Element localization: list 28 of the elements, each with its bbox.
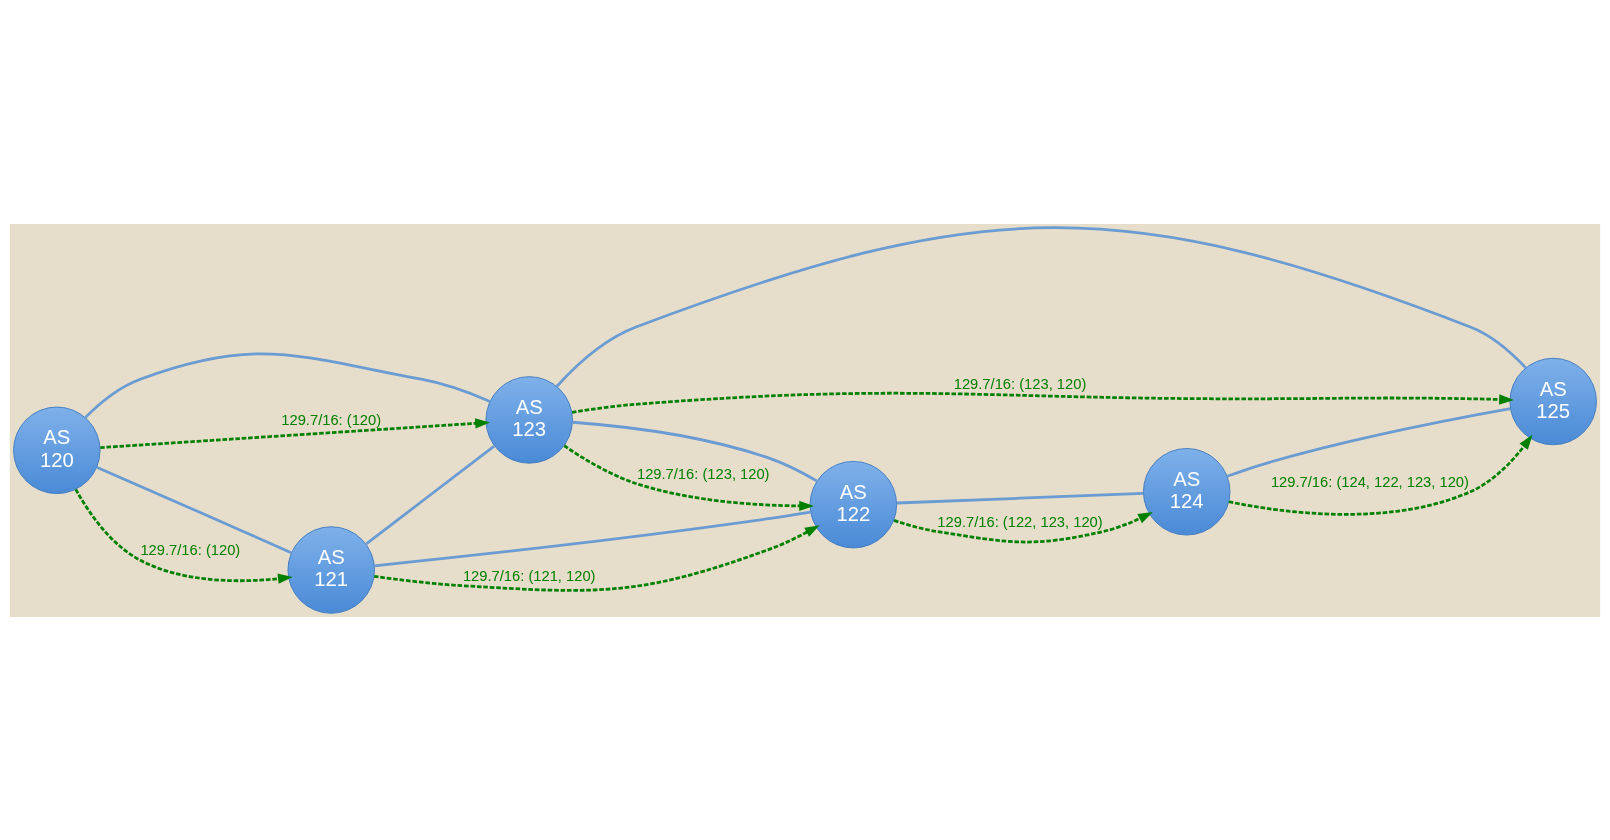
node-circle: AS 121 (287, 525, 375, 614)
edge-label: 129.7/16: (120) (140, 541, 241, 558)
edge-label: 129.7/16: (124, 122, 123, 120) (1270, 473, 1469, 490)
connector (96, 465, 292, 554)
arrow (1228, 434, 1533, 516)
arrow (571, 391, 1514, 414)
connector (365, 444, 496, 545)
node-circle: AS 125 (1509, 357, 1597, 445)
node-circle: AS 123 (485, 375, 573, 464)
node-circle: AS 122 (809, 460, 898, 548)
connector (555, 225, 1527, 387)
edge-label: 129.7/16: (122, 123, 120) (937, 513, 1103, 530)
edge-label: 129.7/16: (120) (281, 411, 382, 428)
arrow (373, 524, 820, 592)
edge-label: 129.7/16: (123, 120) (953, 375, 1087, 392)
connector (374, 510, 811, 567)
arrow (100, 417, 490, 449)
arrow (893, 511, 1153, 543)
node-circle: AS 120 (13, 406, 101, 494)
edge-label: 129.7/16: (123, 120) (636, 465, 770, 482)
connector (1226, 406, 1511, 478)
connector (572, 420, 818, 482)
arrow (563, 444, 814, 511)
connector (896, 491, 1144, 504)
connector (84, 352, 491, 418)
edge-label: 129.7/16: (121, 120) (462, 567, 596, 584)
arrow (74, 488, 293, 584)
node-circle: AS 124 (1142, 447, 1231, 535)
